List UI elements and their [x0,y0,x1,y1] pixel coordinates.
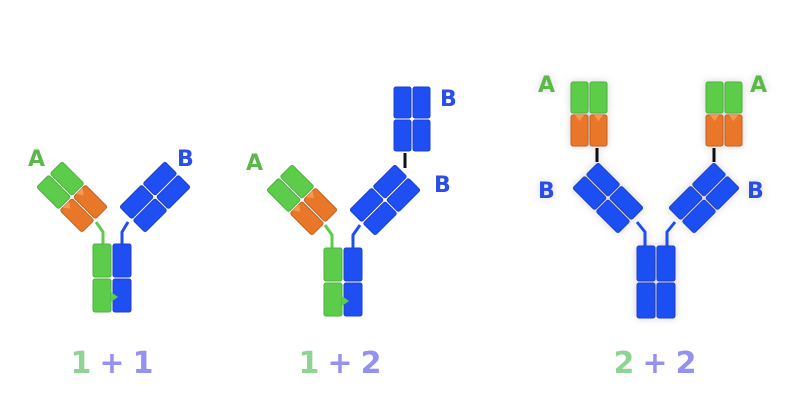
arm-b-right [668,162,740,234]
fc-stem [636,245,676,319]
format-2-plus-2: A A B B [538,73,767,319]
format-1-plus-2: A B B 1+2 [246,86,457,381]
caption: 1+2 [299,346,382,381]
fc-stem [92,243,132,313]
label-b: B [434,173,451,198]
arm-a [266,164,338,236]
label-b-left: B [538,179,555,204]
arm-b [349,164,421,236]
label-a-right: A [750,73,767,98]
arm-b [119,161,191,233]
label-a: A [246,151,263,176]
caption: 1+1 [71,346,154,381]
label-b-top: B [440,87,457,112]
arm-b-left [572,162,644,234]
label-a-left: A [538,73,555,98]
label-b: B [177,147,194,172]
format-1-plus-1: A B 1+1 [28,147,194,381]
fc-stem [323,247,363,317]
fab-a-left [570,81,608,147]
fab-a-right [705,81,743,147]
label-b-right: B [747,179,764,204]
caption-2-plus-2: 2+2 [614,346,697,381]
extra-fab-b [393,86,431,152]
label-a: A [28,147,45,172]
